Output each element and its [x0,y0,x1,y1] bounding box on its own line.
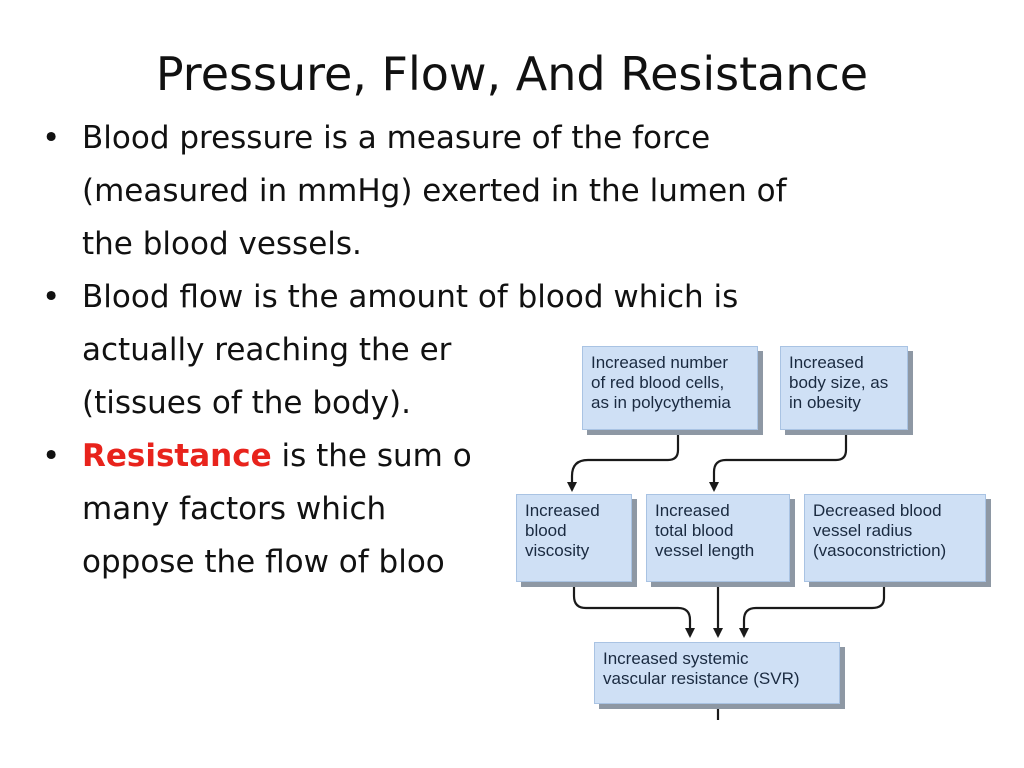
arrow-obesity-to-length [709,430,848,492]
box-viscosity: Increased blood viscosity [516,494,632,582]
bullet-line: (measured in mmHg) exerted in the lumen … [82,173,787,209]
bullet-resistance: Resistance is the sum o many factors whi… [42,430,942,589]
bullet-line: Blood pressure is a measure of the force [82,120,711,156]
diagram-arrows [567,430,886,720]
resistance-flow-diagram: Increased number of red blood cells, as … [508,330,1008,720]
bullet-blood-pressure: Blood pressure is a measure of the force… [42,112,942,271]
resistance-term: Resistance [82,438,272,474]
bullet-list: Blood pressure is a measure of the force… [42,112,942,589]
arrow-radius-to-svr [739,586,886,638]
bullet-line: the blood vessels. [82,226,362,262]
bullet-line: oppose the flow of bloo [82,544,445,580]
arrow-viscosity-to-svr [572,584,695,638]
bullet-line: Blood flow is the amount of blood which … [82,279,739,315]
box-polycythemia: Increased number of red blood cells, as … [582,346,758,430]
slide-title: Pressure, Flow, And Resistance [155,47,869,101]
box-svr: Increased systemic vascular resistance (… [594,642,840,704]
bullet-blood-flow: Blood flow is the amount of blood which … [42,271,942,430]
bullet-line-text: is the sum o [271,438,472,474]
bullet-line: many factors which [82,491,387,527]
box-vessel-radius: Decreased blood vessel radius (vasoconst… [804,494,986,582]
box-vessel-length: Increased total blood vessel length [646,494,790,582]
bullet-line-first: Resistance is the sum o [82,430,942,483]
bullet-line: (tissues of the body). [82,385,411,421]
bullet-line: actually reaching the er [82,332,452,368]
arrow-polycythemia-to-viscosity [567,430,680,492]
box-obesity: Increased body size, as in obesity [780,346,908,430]
